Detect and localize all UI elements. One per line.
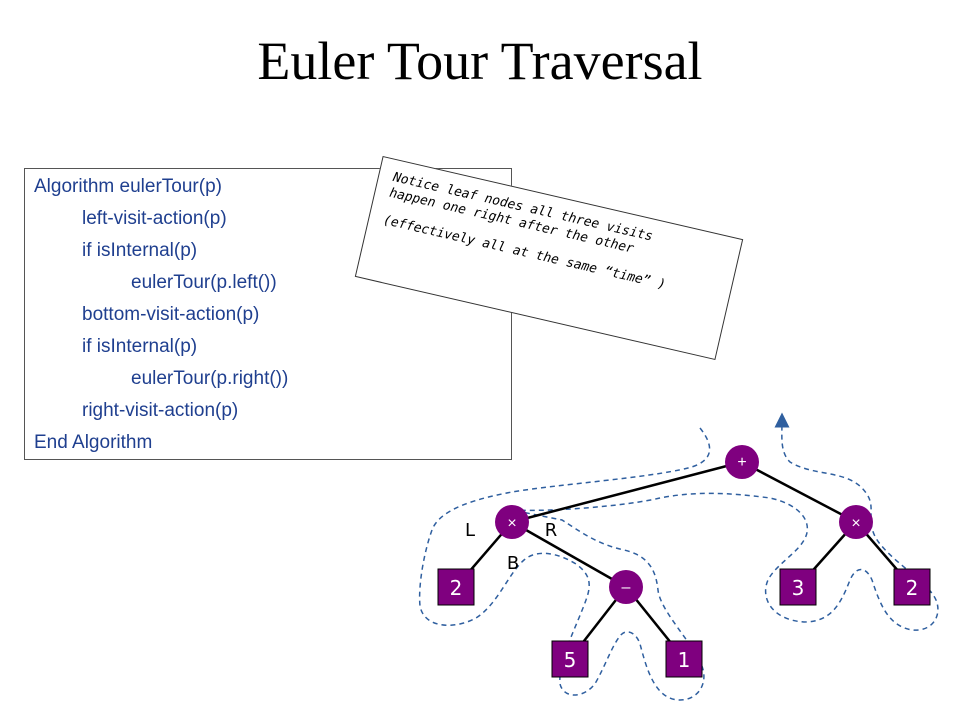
page-title: Euler Tour Traversal: [257, 31, 703, 91]
right-visit-label: R: [545, 520, 558, 541]
leaf-node-2-right: 2: [893, 568, 931, 606]
node-minus: –: [609, 570, 643, 604]
algo-line-if-internal-1: if isInternal(p): [82, 240, 198, 261]
euler-tour-path: [418, 412, 939, 701]
bottom-visit-label: B: [507, 553, 519, 574]
algo-line-end: End Algorithm: [34, 432, 153, 453]
algo-line-header: Algorithm eulerTour(p): [34, 176, 222, 197]
root-label: +: [737, 454, 746, 471]
leaf-label: 2: [906, 576, 919, 600]
leaf-label: 3: [792, 576, 805, 600]
leaf-label: 2: [450, 576, 463, 600]
leaf-node-1: 1: [665, 640, 703, 678]
algo-line-recurse-right: eulerTour(p.right()): [131, 368, 289, 389]
leaf-label: 5: [564, 648, 577, 672]
algo-line-recurse-left: eulerTour(p.left()): [131, 272, 277, 293]
left-op-label: ×: [507, 515, 516, 532]
leaf-node-5: 5: [551, 640, 589, 678]
leaf-label: 1: [678, 648, 691, 672]
node-right-times: ×: [839, 505, 873, 539]
minus-op-label: –: [622, 579, 631, 596]
algo-line-bottom-visit: bottom-visit-action(p): [82, 304, 260, 325]
leaf-node-3: 3: [779, 568, 817, 606]
leaf-node-2-left: 2: [437, 568, 475, 606]
left-visit-label: L: [465, 520, 475, 541]
algo-line-left-visit: left-visit-action(p): [82, 208, 227, 229]
right-op-label: ×: [851, 515, 860, 532]
node-root-plus: +: [725, 445, 759, 479]
node-left-times: ×: [495, 505, 529, 539]
algo-line-right-visit: right-visit-action(p): [82, 400, 239, 421]
algo-line-if-internal-2: if isInternal(p): [82, 336, 198, 357]
